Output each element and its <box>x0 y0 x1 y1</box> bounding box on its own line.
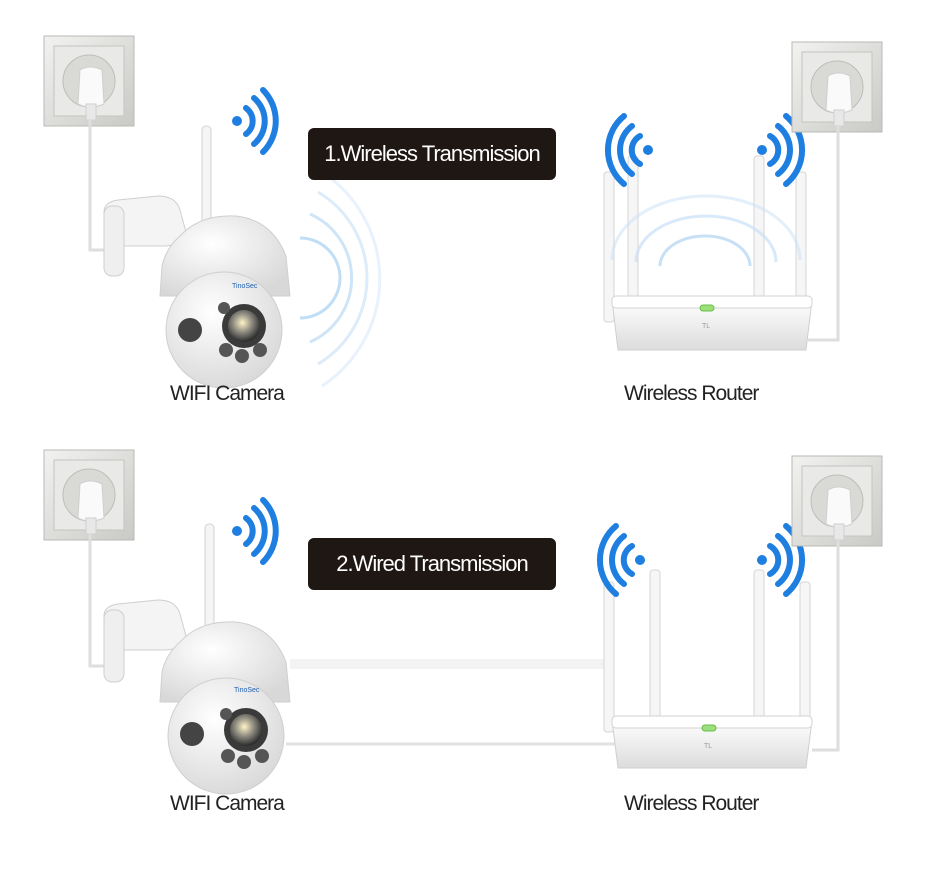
section-title: 2.Wired Transmission <box>308 538 556 590</box>
wireless-router: TL <box>603 569 813 769</box>
router-label: Wireless Router <box>624 792 759 815</box>
section-title: 1.Wireless Transmission <box>308 128 556 180</box>
wifi-camera: TinoSec <box>159 215 291 389</box>
svg-text:TL: TL <box>702 323 710 330</box>
wireless-transmission-section: TinoSec <box>0 0 930 430</box>
wall-socket-left <box>43 449 135 541</box>
wall-socket-right <box>791 41 883 133</box>
wireless-router: TL <box>603 155 813 351</box>
wifi-camera: TinoSec <box>159 621 291 795</box>
camera-label: WIFI Camera <box>170 382 285 405</box>
camera-broadcast-waves <box>299 170 382 388</box>
camera-wifi-signal-icon <box>232 497 279 565</box>
power-cable-right <box>812 540 840 752</box>
power-cable-right <box>808 126 840 342</box>
camera-label: WIFI Camera <box>170 792 285 815</box>
router-wifi-signal-left-icon <box>597 523 645 597</box>
router-wifi-signal-left-icon <box>605 113 653 187</box>
router-label: Wireless Router <box>624 382 759 405</box>
camera-mount <box>103 195 187 277</box>
brand-logo: TinoSec <box>232 283 258 290</box>
wall-socket-left <box>43 35 135 127</box>
camera-wifi-signal-icon <box>232 87 279 155</box>
wired-transmission-section: TinoSec TL <box>0 414 930 844</box>
camera-mount <box>103 599 187 683</box>
brand-logo: TinoSec <box>234 687 260 694</box>
router-broadcast-waves <box>610 194 802 267</box>
wired-diagram-graphic: TinoSec TL <box>43 449 883 795</box>
wall-socket-right <box>791 455 883 547</box>
svg-text:TL: TL <box>704 743 712 750</box>
wireless-diagram-graphic: TinoSec <box>43 35 883 389</box>
